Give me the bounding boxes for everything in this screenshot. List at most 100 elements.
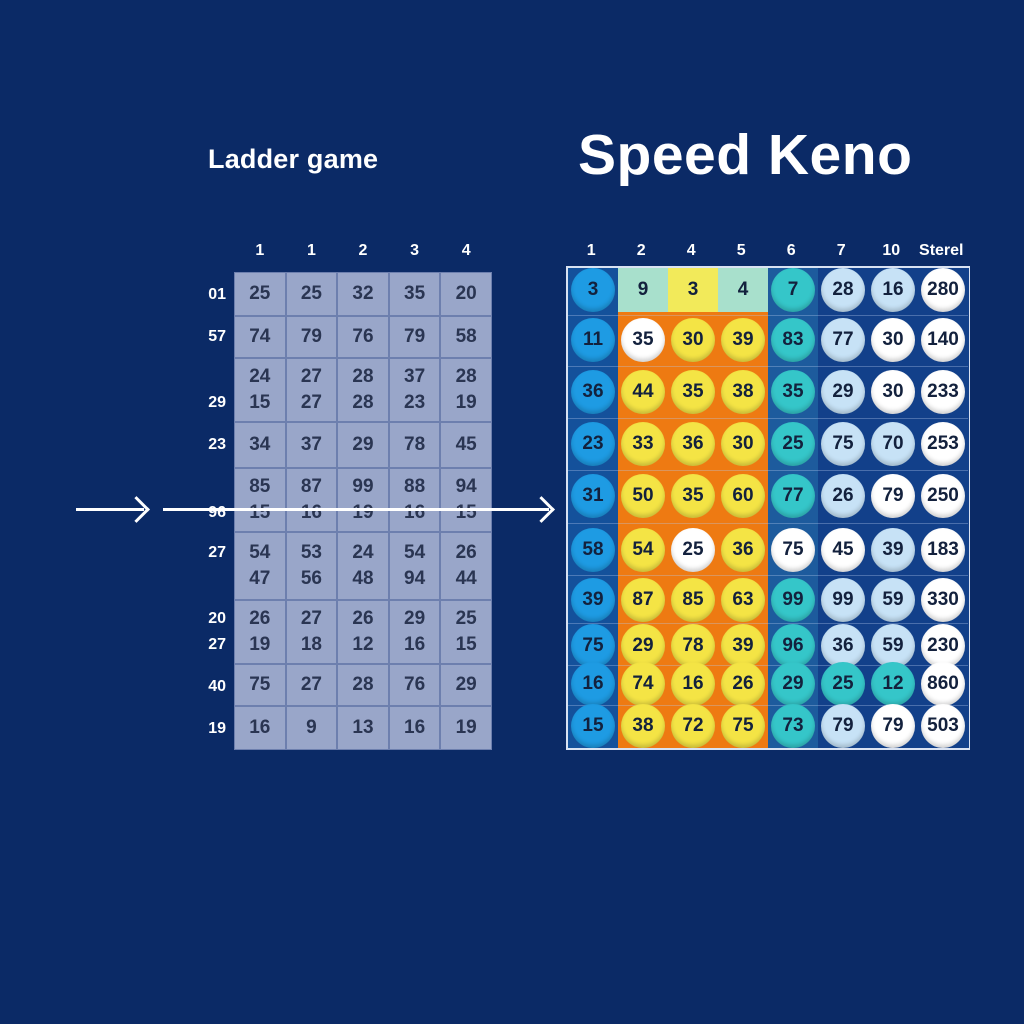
- keno-header-4: 6: [786, 242, 796, 259]
- ladder-cell-value: 78: [404, 434, 426, 455]
- keno-ball: 39: [721, 318, 765, 362]
- keno-header-5: 7: [836, 242, 846, 259]
- long-arrow-right-icon: [163, 508, 549, 511]
- keno-ball: 12: [871, 662, 915, 706]
- ladder-cell-value: 29: [352, 434, 374, 455]
- ladder-cell: 16: [388, 706, 441, 750]
- keno-ball: 26: [821, 474, 865, 518]
- ladder-cell-value: 48: [352, 568, 374, 589]
- keno-ball: 75: [771, 528, 815, 572]
- ladder-header-4: 4: [461, 242, 471, 259]
- ladder-cell: 32: [337, 272, 389, 316]
- keno-ball: 30: [671, 318, 715, 362]
- keno-ball: 25: [671, 528, 715, 572]
- keno-ball: 45: [821, 528, 865, 572]
- ladder-cell-value: 28: [455, 366, 477, 387]
- keno-ball: 25: [771, 422, 815, 466]
- keno-ball: 25: [821, 662, 865, 706]
- ladder-cell-value: 99: [352, 476, 374, 497]
- keno-ball: 31: [571, 474, 615, 518]
- keno-ball: 58: [571, 528, 615, 572]
- keno-ball: 63: [721, 578, 765, 622]
- keno-ball: 38: [721, 370, 765, 414]
- keno-ball: 26: [721, 662, 765, 706]
- keno-ball: 16: [571, 662, 615, 706]
- keno-ball: 85: [671, 578, 715, 622]
- keno-ball: 30: [871, 370, 915, 414]
- ladder-cell-value: 16: [404, 634, 426, 655]
- keno-ball: 330: [921, 578, 965, 622]
- ladder-cell-value: 16: [404, 717, 426, 738]
- ladder-cell: 9: [285, 706, 338, 750]
- keno-ball: 99: [771, 578, 815, 622]
- keno-ball: 23: [571, 422, 615, 466]
- ladder-cell-value: 15: [455, 634, 477, 655]
- ladder-cell-value: 79: [404, 326, 426, 347]
- keno-ball: 50: [621, 474, 665, 518]
- ladder-header-0: 1: [255, 242, 265, 259]
- keno-ball: 15: [571, 704, 615, 748]
- ladder-cell-value: 19: [455, 392, 477, 413]
- ladder-row-label: 96: [208, 504, 226, 521]
- ladder-cell-value: 28: [352, 392, 374, 413]
- keno-ball: 29: [771, 662, 815, 706]
- ladder-cell-value: 28: [352, 366, 374, 387]
- ladder-cell-value: 94: [455, 476, 477, 497]
- ladder-row-label: 29: [208, 394, 226, 411]
- ladder-cell-value: 19: [249, 634, 271, 655]
- keno-ball: 11: [571, 318, 615, 362]
- ladder-row-label: 57: [208, 328, 226, 345]
- ladder-cell-value: 19: [455, 717, 477, 738]
- keno-ball: 99: [821, 578, 865, 622]
- keno-row-divider: [568, 623, 968, 624]
- keno-ball: 35: [621, 318, 665, 362]
- ladder-cell-value: 28: [352, 674, 374, 695]
- ladder-cell-value: 58: [455, 326, 477, 347]
- keno-ball: 72: [671, 704, 715, 748]
- ladder-cell: 79: [388, 316, 441, 358]
- ladder-cell-value: 54: [249, 542, 271, 563]
- ladder-cell-value: 24: [352, 542, 374, 563]
- keno-ball: 36: [821, 624, 865, 668]
- keno-header-1: 2: [636, 242, 646, 259]
- ladder-cell-value: 15: [455, 502, 477, 523]
- ladder-cell-value: 12: [352, 634, 374, 655]
- ladder-cell-value: 27: [300, 366, 322, 387]
- ladder-cell-value: 19: [352, 502, 374, 523]
- ladder-cell-value: 88: [404, 476, 426, 497]
- ladder-cell: 25: [285, 272, 338, 316]
- keno-ball: 75: [721, 704, 765, 748]
- keno-ball: 280: [921, 268, 965, 312]
- ladder-cell: 75: [234, 664, 286, 706]
- keno-row-divider: [568, 418, 968, 419]
- ladder-cell-value: 34: [249, 434, 271, 455]
- speed-keno-title: Speed Keno: [578, 123, 913, 187]
- ladder-cell-value: 9: [306, 717, 317, 738]
- ladder-cell-value: 13: [352, 717, 374, 738]
- keno-ball: 78: [671, 624, 715, 668]
- ladder-cell-value: 37: [300, 434, 322, 455]
- keno-ball: 16: [671, 662, 715, 706]
- keno-ball: 36: [571, 370, 615, 414]
- ladder-row-label: 27: [208, 544, 226, 561]
- ladder-cell: 20: [440, 272, 492, 316]
- ladder-row-label: 19: [208, 720, 226, 737]
- keno-number-tile: 9: [618, 268, 668, 312]
- ladder-cell: 13: [337, 706, 389, 750]
- ladder-cell-value: 85: [249, 476, 271, 497]
- ladder-cell: 27: [285, 664, 338, 706]
